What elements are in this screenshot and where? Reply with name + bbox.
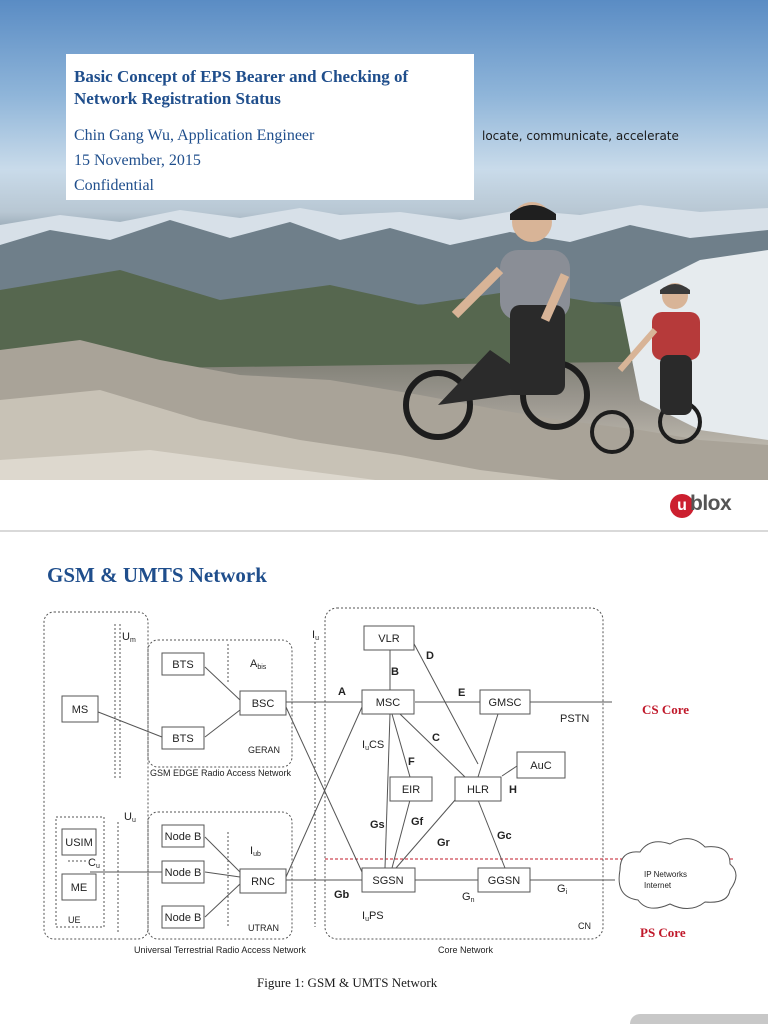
svg-text:Node B: Node B bbox=[165, 831, 202, 843]
classification: Confidential bbox=[74, 177, 154, 194]
node-usim: USIM bbox=[61, 828, 97, 856]
node-eir: EIR bbox=[389, 776, 433, 802]
iups-label: IuPS bbox=[362, 910, 384, 923]
svg-text:VLR: VLR bbox=[378, 633, 399, 645]
svg-text:SGSN: SGSN bbox=[372, 875, 403, 887]
utran-label: UTRAN bbox=[248, 923, 279, 933]
gr-label: Gr bbox=[437, 837, 451, 849]
ue-label: UE bbox=[68, 915, 81, 925]
title-slide: Basic Concept of EPS Bearer and Checking… bbox=[0, 0, 768, 530]
ublox-logo-mark: u bbox=[670, 494, 694, 518]
svg-text:MS: MS bbox=[72, 704, 89, 716]
h-label: H bbox=[509, 784, 517, 796]
ublox-logo-text: blox bbox=[690, 492, 732, 515]
node-msc: MSC bbox=[361, 689, 415, 715]
svg-text:Node B: Node B bbox=[165, 912, 202, 924]
uu-label: Uu bbox=[124, 811, 136, 824]
gi-label: Gi bbox=[557, 883, 568, 896]
svg-text:Node B: Node B bbox=[165, 867, 202, 879]
svg-text:ME: ME bbox=[71, 882, 88, 894]
pstn-label: PSTN bbox=[560, 713, 589, 725]
node-bts-2: BTS bbox=[161, 726, 205, 750]
utra-network-label: Universal Terrestrial Radio Access Netwo… bbox=[134, 945, 306, 955]
e-label: E bbox=[458, 687, 465, 699]
gb-label: Gb bbox=[334, 889, 350, 901]
iub-label: Iub bbox=[250, 845, 261, 858]
slide-footer bbox=[0, 480, 768, 530]
geran-label: GERAN bbox=[248, 745, 280, 755]
utran-group bbox=[147, 811, 293, 940]
node-b-1: Node B bbox=[161, 824, 205, 848]
svg-text:AuC: AuC bbox=[530, 760, 551, 772]
footer-curve bbox=[0, 0, 768, 530]
cn-label: CN bbox=[578, 921, 591, 931]
geran-group bbox=[147, 639, 293, 768]
node-auc: AuC bbox=[516, 751, 566, 779]
cu-label: Cu bbox=[88, 857, 100, 870]
node-vlr: VLR bbox=[363, 625, 415, 651]
core-network-group bbox=[324, 607, 604, 940]
ps-core-label: PS Core bbox=[640, 925, 686, 940]
node-bts-1: BTS bbox=[161, 652, 205, 676]
figure-caption: Figure 1: GSM & UMTS Network bbox=[257, 975, 438, 990]
gc-label: Gc bbox=[497, 830, 512, 842]
svg-text:BTS: BTS bbox=[172, 733, 193, 745]
b-label: B bbox=[391, 666, 399, 678]
f-label: F bbox=[408, 756, 415, 768]
svg-text:BTS: BTS bbox=[172, 659, 193, 671]
ublox-logo: u blox bbox=[670, 492, 748, 522]
slide-corner-decoration bbox=[630, 1014, 768, 1024]
valley bbox=[0, 270, 768, 370]
gf-label: Gf bbox=[411, 816, 424, 828]
date: 15 November, 2015 bbox=[74, 152, 201, 169]
network-slide: GSM & UMTS Network .box { fill: #ffffff;… bbox=[0, 532, 768, 1024]
slide-title: GSM & UMTS Network bbox=[47, 563, 267, 587]
ip-networks-label: IP Networks bbox=[644, 870, 687, 879]
gsm-umts-diagram: .box { fill: #ffffff; stroke: #555; stro… bbox=[43, 607, 737, 955]
node-sgsn: SGSN bbox=[361, 867, 416, 893]
a-label: A bbox=[338, 686, 346, 698]
c-label: C bbox=[432, 732, 440, 744]
abis-label: Abis bbox=[250, 658, 267, 671]
node-ms: MS bbox=[61, 695, 99, 723]
gsm-edge-network-label: GSM EDGE Radio Access Network bbox=[150, 768, 292, 778]
svg-text:BSC: BSC bbox=[252, 698, 275, 710]
svg-text:EIR: EIR bbox=[402, 784, 420, 796]
tagline: locate, communicate, accelerate bbox=[482, 129, 679, 143]
svg-text:GMSC: GMSC bbox=[489, 697, 522, 709]
node-me: ME bbox=[61, 873, 97, 901]
svg-text:MSC: MSC bbox=[376, 697, 401, 709]
node-rnc: RNC bbox=[239, 868, 287, 894]
node-hlr: HLR bbox=[454, 776, 502, 802]
presentation-title: Basic Concept of EPS Bearer and Checking… bbox=[74, 67, 409, 108]
ue-group bbox=[55, 816, 105, 928]
author: Chin Gang Wu, Application Engineer bbox=[74, 127, 315, 144]
cyclist-2 bbox=[590, 283, 702, 454]
um-label: Um bbox=[122, 631, 136, 644]
node-b-3: Node B bbox=[161, 905, 205, 929]
node-gmsc: GMSC bbox=[479, 689, 531, 715]
d-label: D bbox=[426, 650, 434, 662]
iu-label: Iu bbox=[312, 629, 319, 642]
ip-network-cloud bbox=[618, 838, 737, 909]
svg-text:GGSN: GGSN bbox=[488, 875, 520, 887]
node-ggsn: GGSN bbox=[477, 867, 531, 893]
iucs-label: IuCS bbox=[362, 739, 384, 752]
core-network-label: Core Network bbox=[438, 945, 494, 955]
title-box: Basic Concept of EPS Bearer and Checking… bbox=[66, 54, 474, 200]
mid-mountains bbox=[0, 220, 768, 310]
gn-label: Gn bbox=[462, 891, 475, 904]
ue-area bbox=[43, 611, 149, 940]
node-b-2: Node B bbox=[161, 860, 205, 884]
svg-text:RNC: RNC bbox=[251, 876, 275, 888]
cyclist-1 bbox=[403, 202, 590, 440]
svg-text:HLR: HLR bbox=[467, 784, 489, 796]
cs-core-label: CS Core bbox=[642, 702, 690, 717]
svg-text:USIM: USIM bbox=[65, 837, 93, 849]
internet-label: Internet bbox=[644, 881, 672, 890]
gs-label: Gs bbox=[370, 819, 385, 831]
node-bsc: BSC bbox=[239, 690, 287, 716]
